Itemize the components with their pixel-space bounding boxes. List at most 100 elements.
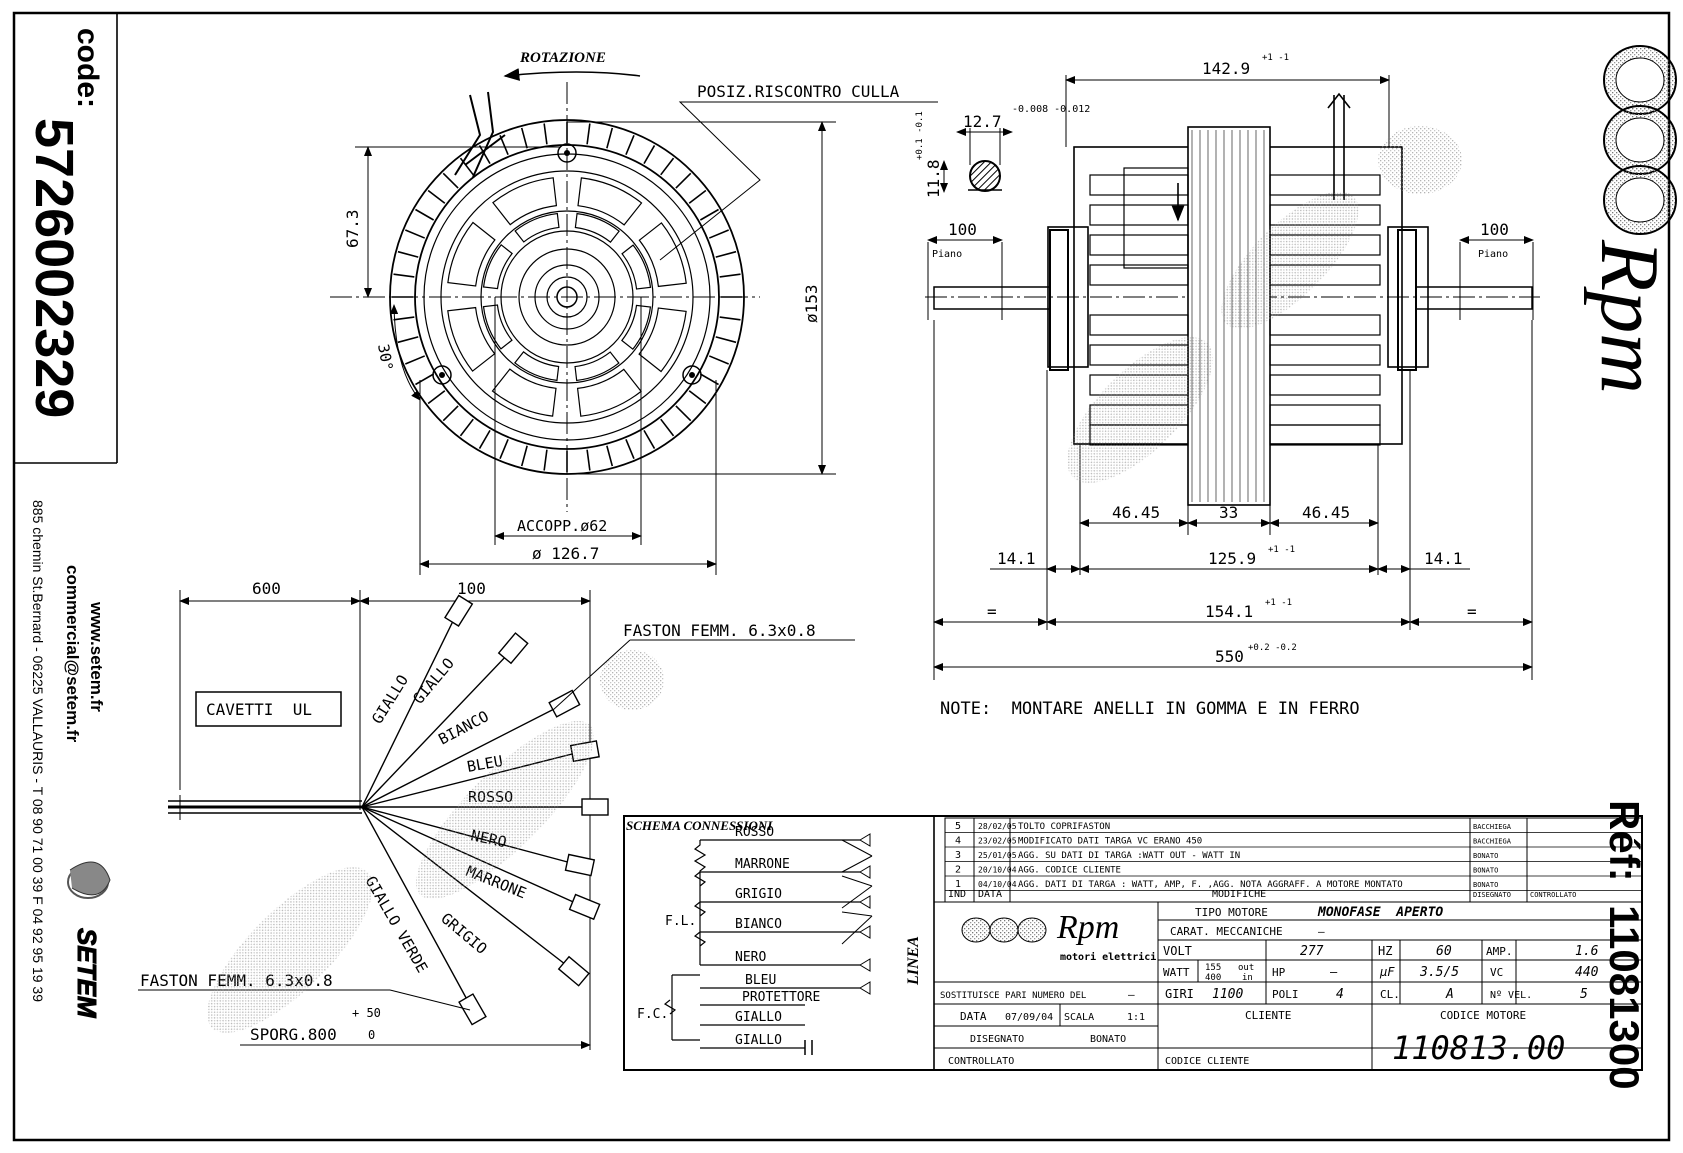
schema-wire-label: BIANCO [735,917,782,932]
rev-h-mod: MODIFICHE [1212,889,1266,900]
tb-giri-value: 1100 [1212,987,1243,1002]
revision-cell: 2 [955,865,961,876]
tb-carat-value: — [1318,925,1325,938]
tb-volt-value: 277 [1300,944,1324,959]
tb-volt-label: VOLT [1163,944,1192,958]
watermark [207,126,1462,1033]
right-flat-label: Piano [1478,249,1508,260]
dim-46a: 46.45 [1112,503,1160,522]
tb-cl-label: CL. [1380,988,1400,1001]
sporg-tol-zero: 0 [368,1028,375,1042]
contact-address: 885 chemin St.Bernard - 06225 VALLAURIS … [30,500,46,1002]
revision-cell: 23/02/05 [978,837,1017,846]
cradle-label: POSIZ.RISCONTRO CULLA [697,82,900,101]
tb-hz-label: HZ [1378,944,1392,958]
right-shaft-dim: 100 [1480,220,1509,239]
tb-hz-value: 60 [1436,944,1452,959]
shaft-left [933,286,1051,310]
rev-h-contr: CONTROLLATO [1530,891,1576,899]
schema-title: SCHEMA CONNESSIONI [626,818,773,833]
dim-154: 154.1 [1205,602,1253,621]
tb-watt-out: 155 [1205,963,1221,973]
revision-cell: AGG. CODICE CLIENTE [1018,866,1121,876]
tb-data-label: DATA [960,1010,987,1023]
revision-cell: 1 [955,879,961,890]
dim-30: 30° [374,343,396,373]
wire-label: GIALLO [409,654,458,707]
schema-wire-label: GIALLO [735,1010,782,1025]
schema-wire-label: BLEU [745,973,776,988]
tb-sost-value: — [1128,988,1135,1001]
vent-slots [447,177,687,417]
schema-fc: F.C. [637,1007,668,1022]
tb-watt-label: WATT [1163,966,1190,979]
tb-logo-text: Rpm [1056,909,1119,946]
revision-cell: BACCHIEGA [1473,823,1512,831]
schema-wire-label: NERO [735,950,766,965]
revision-cell: BONATO [1473,881,1498,889]
tb-amp-value: 1.6 [1575,944,1599,959]
tb-hp-value: — [1330,965,1338,979]
rpm-logo-large-icon [1603,45,1677,235]
sporg-tol-plus: + 50 [352,1006,381,1020]
dim-600: 600 [252,579,281,598]
tb-vel-value: 5 [1580,987,1588,1002]
eq-left: = [987,602,997,621]
revision-cell: 4 [955,836,961,847]
cable-type: CAVETTI UL [206,700,312,719]
connection-schema: SCHEMA CONNESSIONI ROSSOMARRONEGRIGIOBIA… [623,815,1643,1071]
shaft-right [1415,286,1533,310]
revision-cell: BONATO [1473,867,1498,875]
tb-sost-label: SOSTITUISCE PARI NUMERO DEL [940,991,1086,1001]
tb-poli-label: POLI [1272,988,1299,1001]
tb-amp-label: AMP. [1486,945,1513,958]
dim-100: 100 [457,579,486,598]
revision-cell: BONATO [1473,852,1498,860]
setem-logo-icon [67,861,111,899]
brand-ref-label: Réf: [1601,800,1648,882]
brand-logo-text: Rpm [1583,239,1676,394]
tb-cl-value: A [1445,987,1454,1002]
code-label: code: [71,28,104,108]
revision-cell: AGG. SU DATI DI TARGA :WATT OUT - WATT I… [1018,851,1240,861]
tol-142: +1 -1 [1262,53,1289,63]
cable-type-box [195,691,342,727]
revision-cell: AGG. DATI DI TARGA : WATT, AMP, F. ,AGG.… [1018,880,1403,890]
shaft-tol: -0.008 -0.012 [1012,104,1090,115]
dim-33: 33 [1219,503,1238,522]
wire-label: BIANCO [435,707,491,748]
ring-right [1397,229,1417,371]
tb-disegnato-value: BONATO [1090,1034,1126,1045]
revision-cell: 28/02/05 [978,822,1017,831]
tb-vc-label: VC [1490,966,1503,979]
contact-block: www.setem.fr commercial@setem.fr 885 che… [30,500,111,1019]
schema-wire-label: ROSSO [735,825,774,840]
mount-hole-left [432,365,452,385]
coupling-label: ACCOPP.ø62 [517,517,607,535]
revision-cell: BACCHIEGA [1473,838,1512,846]
dim-67: 67.3 [343,209,362,248]
tol-550: +0.2 -0.2 [1248,643,1297,653]
revision-cell: 5 [955,821,961,832]
dim-46b: 46.45 [1302,503,1350,522]
tb-watt-in-label: in [1242,973,1253,983]
front-view: ROTAZIONE POSIZ.RISCONTRO CULLA 67.3 ø15… [330,50,938,575]
left-flat-label: Piano [932,249,962,260]
tol-154: +1 -1 [1265,598,1292,608]
dim-14b: 14.1 [1424,549,1463,568]
revision-cell: 20/10/04 [978,866,1017,875]
brand-strip: Rpm Réf: 11081300 [1583,45,1677,1090]
title-block: Rpm motori elettrici TIPO MOTORE MONOFAS… [934,901,1642,1070]
sheet-border [12,11,1671,1142]
code-value: 5726002329 [24,118,84,418]
cable-exit [454,91,506,178]
schema-wire-label: MARRONE [735,857,790,872]
sporg: SPORG.800 [250,1025,337,1044]
tb-giri-label: GIRI [1165,987,1194,1001]
tb-codmot-value: 110813.00 [1392,1029,1565,1067]
shaft-dia: 12.7 [963,112,1002,131]
wire-label: GRIGIO [437,909,490,958]
tb-logo-sub: motori elettrici [1060,951,1156,963]
